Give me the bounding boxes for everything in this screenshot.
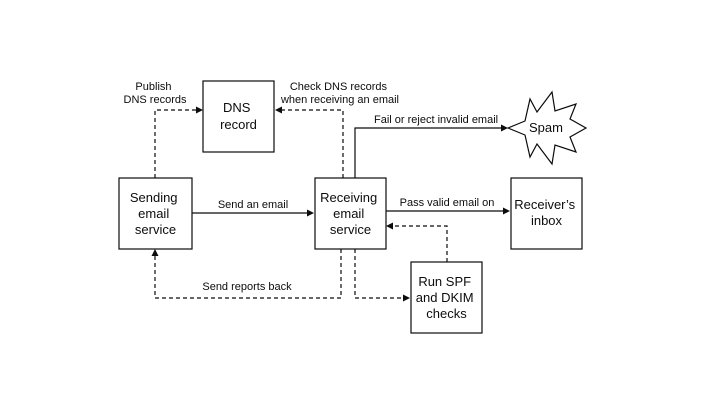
check-dns-label: Check DNS records when receiving an emai…: [280, 81, 399, 106]
receiving-service-line: service: [330, 222, 371, 237]
publish-dns-line: DNS records: [124, 94, 187, 106]
dns-record-box: [202, 80, 275, 153]
spam-label: Spam: [529, 120, 563, 135]
send-email-label: Send an email: [218, 199, 288, 211]
spf-dkim-line: checks: [426, 306, 467, 321]
receiving-service-label: Receiving email service: [320, 190, 381, 237]
sending-service-label: Sending email service: [130, 190, 181, 237]
edge-spf-result: [386, 222, 448, 262]
receiving-service-line: email: [333, 206, 364, 221]
dns-record-label: DNS record: [220, 100, 257, 132]
pass-valid-label: Pass valid email on: [400, 197, 495, 209]
publish-dns-line: Publish: [135, 81, 171, 93]
spf-dkim-box: [410, 261, 483, 334]
edge-check-dns: [275, 106, 344, 178]
fail-reject-label: Fail or reject invalid email: [374, 114, 498, 126]
sending-service-box: [118, 177, 193, 250]
receiver-inbox-line: inbox: [531, 213, 563, 228]
dns-record-line: DNS: [223, 100, 251, 115]
sending-service-line: email: [138, 206, 169, 221]
dns-record-line: record: [220, 117, 257, 132]
sending-service-line: Sending: [130, 190, 178, 205]
receiver-inbox-box: [510, 177, 583, 250]
receiver-inbox-line: Receiver’s: [514, 197, 575, 212]
sending-service-line: service: [135, 222, 176, 237]
send-reports-label: Send reports back: [202, 281, 292, 293]
spam-starburst: [506, 90, 588, 166]
receiving-service-line: Receiving: [320, 190, 377, 205]
edge-run-checks: [354, 249, 410, 302]
edge-fail-reject: [354, 124, 508, 178]
spf-dkim-label: Run SPF and DKIM checks: [416, 274, 477, 321]
edge-send-email: [192, 209, 314, 217]
check-dns-line: Check DNS records: [290, 81, 388, 93]
publish-dns-label: Publish DNS records: [124, 81, 187, 106]
spf-dkim-line: Run SPF: [418, 274, 471, 289]
check-dns-line: when receiving an email: [280, 94, 399, 106]
spf-dkim-line: and DKIM: [416, 290, 474, 305]
edge-pass-valid: [386, 207, 510, 215]
receiver-inbox-label: Receiver’s inbox: [514, 197, 579, 228]
receiving-service-box: [314, 177, 387, 250]
edge-send-reports: [151, 249, 342, 299]
edge-publish-dns: [154, 106, 203, 178]
